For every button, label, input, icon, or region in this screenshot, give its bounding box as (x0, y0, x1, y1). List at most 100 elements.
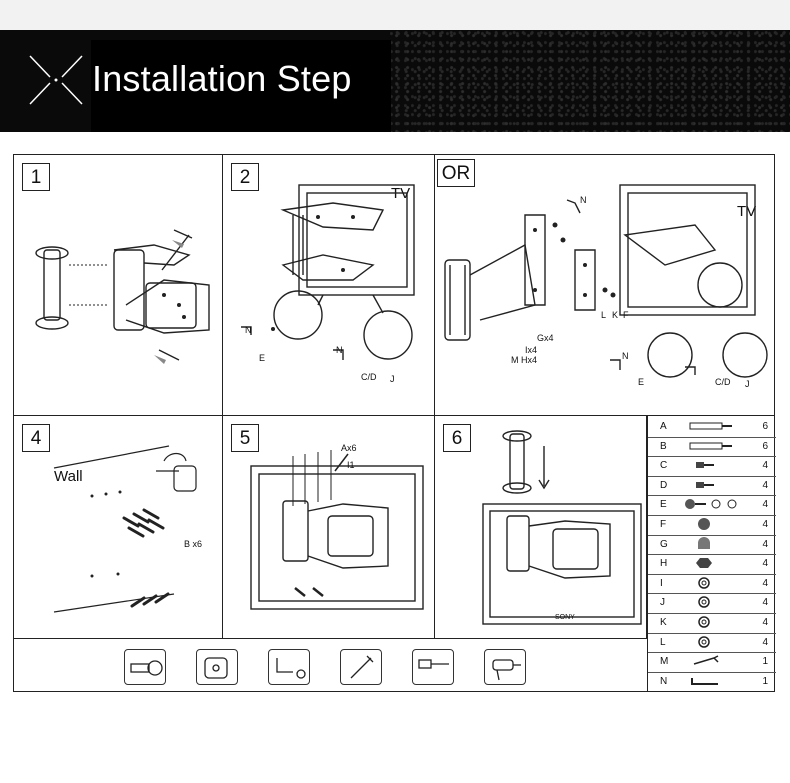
label-n: N (336, 345, 343, 355)
wall-anchor-icon (689, 442, 732, 450)
tv-mount-attach-illustration (250, 450, 424, 610)
label-i1: I1 (347, 460, 355, 470)
step-number: 2 (231, 163, 259, 191)
bolt-washer-icon (685, 499, 737, 510)
label-k: K (612, 310, 619, 320)
label-j: J (390, 374, 395, 384)
step-number: 5 (231, 424, 259, 452)
step-2-panel: 2 TV N E N C/D J (223, 155, 435, 416)
part-letter: D (660, 479, 668, 491)
label-gx4: Gx4 (537, 333, 554, 343)
pencil-icon (340, 649, 382, 685)
label-n: N (245, 325, 252, 335)
wall-plate-illustration (35, 229, 210, 364)
drill-icon (484, 649, 526, 685)
step-number: OR (437, 159, 475, 187)
label-mhx4: M Hx4 (511, 355, 538, 365)
screw-label: B x6 (184, 539, 203, 549)
step-4-panel: 4 Wall B x6 (14, 416, 223, 639)
part-quantity: 1 (762, 656, 768, 668)
part-letter: N (660, 675, 668, 687)
step-or-panel: OR TV (435, 155, 775, 416)
short-bolt-icon (696, 462, 714, 469)
tv-arm-illustration (241, 184, 415, 360)
flat-head-bolt-icon (698, 518, 710, 530)
label-e: E (638, 377, 645, 387)
part-quantity: 1 (762, 675, 768, 687)
short-bolt-icon (696, 481, 714, 488)
part-quantity: 6 (762, 421, 768, 432)
part-letter: H (660, 558, 668, 570)
label-l: L (601, 310, 607, 320)
part-letter: I (660, 577, 663, 589)
tape-measure-icon (196, 649, 238, 685)
washer-icon (698, 616, 710, 628)
label-f: F (623, 310, 629, 320)
washer-icon (698, 577, 710, 589)
part-quantity: 4 (762, 460, 768, 472)
label-n: N (580, 195, 587, 205)
part-letter: C (660, 460, 668, 472)
label-j: J (745, 379, 750, 389)
tv-extender-illustration (444, 184, 768, 378)
cross-icon (29, 55, 83, 105)
step-number: 6 (443, 424, 471, 452)
label-e: E (259, 353, 266, 363)
part-quantity: 4 (762, 617, 768, 628)
part-quantity: 4 (762, 597, 768, 609)
part-quantity: 6 (762, 440, 768, 452)
part-letter: J (660, 597, 665, 609)
part-quantity: 4 (762, 499, 768, 511)
wall-label: Wall (54, 468, 83, 485)
level-tool-icon (124, 649, 166, 685)
part-letter: B (660, 440, 667, 452)
label-n: N (622, 351, 629, 361)
installation-diagram: 1 2 TV (13, 154, 776, 692)
part-quantity: 4 (762, 636, 768, 648)
tv-hang-illustration (482, 430, 642, 625)
hammer-icon (412, 649, 454, 685)
washer-icon (698, 635, 710, 648)
label-ix4: Ix4 (525, 345, 538, 355)
hex-key-tool-icon (268, 649, 310, 685)
wrench-icon (693, 655, 719, 665)
part-quantity: 4 (762, 577, 768, 589)
part-letter: L (660, 636, 666, 648)
banner: Installation Step (0, 30, 790, 132)
page-title: Installation Step (92, 58, 352, 99)
banner-texture (390, 30, 790, 132)
part-letter: M (660, 656, 669, 668)
top-strip (0, 0, 790, 30)
step-1-panel: 1 (14, 155, 223, 416)
cap-nut-icon (698, 536, 710, 549)
part-letter: F (660, 519, 667, 530)
washer-icon (698, 596, 710, 609)
part-quantity: 4 (762, 538, 768, 550)
label-cd: C/D (361, 372, 377, 382)
step-number: 1 (22, 163, 50, 191)
banner-title-box (91, 40, 391, 132)
step-5-panel: 5 Ax6 I1 (223, 416, 435, 639)
long-screw-icon (689, 422, 732, 430)
hex-nut-icon (696, 558, 712, 569)
step-6-panel: 6 SONY (435, 416, 647, 639)
part-letter: E (660, 499, 667, 511)
part-letter: A (660, 421, 667, 432)
wall-drilling-illustration (53, 445, 197, 613)
hex-key-icon (691, 677, 718, 685)
part-quantity: 4 (762, 558, 768, 570)
